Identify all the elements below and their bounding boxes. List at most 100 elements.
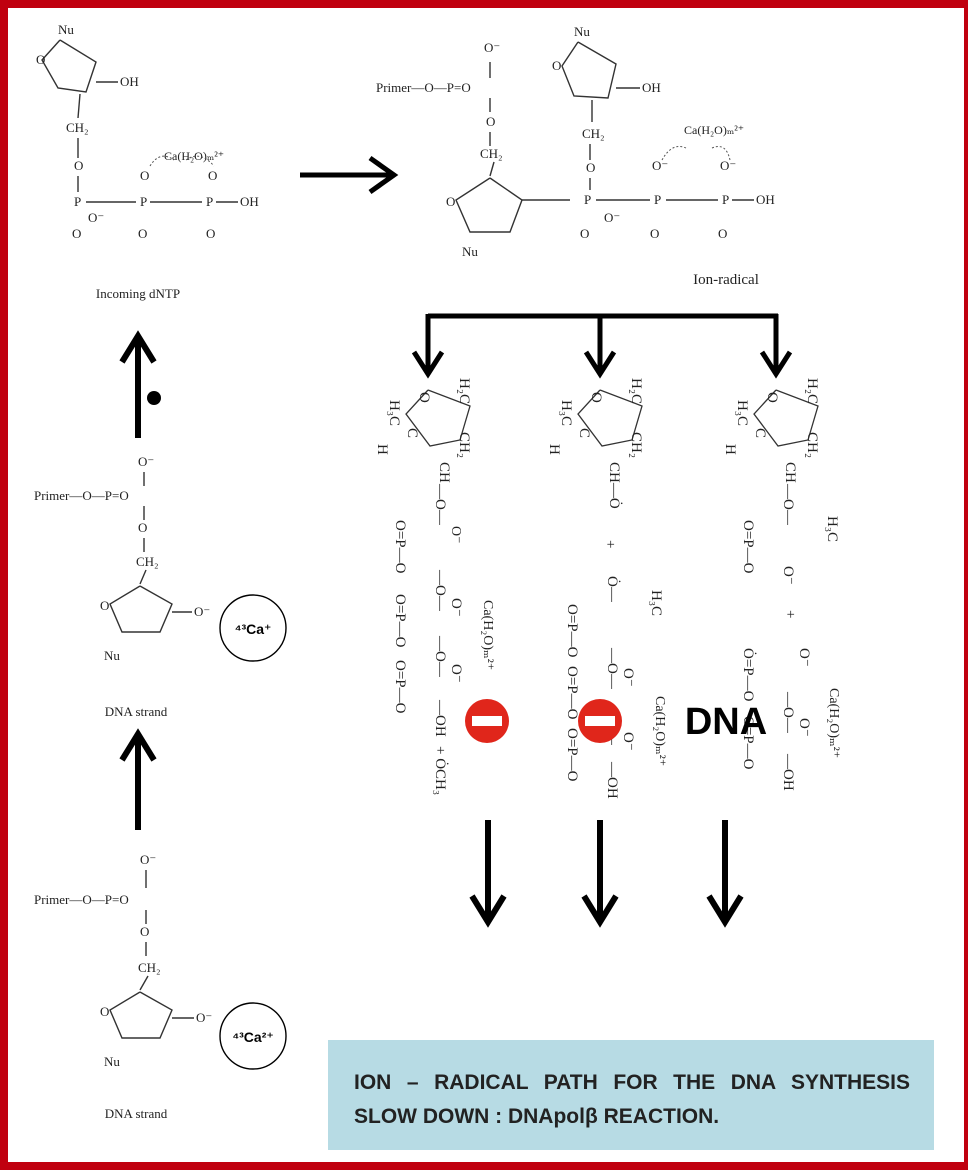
primer-group-label: Primer—O—P=O <box>34 488 129 503</box>
o-label: O <box>140 168 149 183</box>
o-label: O <box>208 168 217 183</box>
svg-text:—O—: —O— <box>780 483 796 526</box>
svg-text:O=P—O: O=P—O <box>392 660 408 714</box>
o-minus-label: O⁻ <box>620 732 636 751</box>
ring-o-label: O <box>588 392 604 403</box>
dna-strand-bottom-structure: O⁻ Primer—O—P=O O CH₂ O O⁻ Nu <box>34 852 212 1069</box>
ca-plus-label: ⁴³Ca⁺ <box>235 621 272 637</box>
h3c-label: H₃C <box>734 400 750 426</box>
ring-o-label: O <box>552 58 561 73</box>
o-minus-label: O⁻ <box>448 598 464 617</box>
ch-label: CH <box>436 462 452 483</box>
o-minus-label: O⁻ <box>140 852 156 867</box>
nu-label: Nu <box>574 24 590 39</box>
ca-2plus-badge: ⁴³Ca²⁺ <box>219 1002 287 1070</box>
ch2-label: CH₂ <box>480 146 503 161</box>
caption-line-2: SLOW DOWN : DNApolβ REACTION. <box>354 1105 720 1128</box>
caption-box: ION – RADICAL PATH FOR THE DNA SYNTHESIS… <box>328 1040 934 1150</box>
c-label: C <box>404 428 420 438</box>
svg-text:—O—: —O— <box>604 647 620 690</box>
h-label: H <box>546 444 562 455</box>
svg-text:O=P—O: O=P—O <box>564 666 580 720</box>
ring-o-label: O <box>100 1004 109 1019</box>
h3c-label: H₃C <box>824 516 840 542</box>
ring-o-label: O <box>416 392 432 403</box>
o-minus-label: O⁻ <box>88 210 104 225</box>
p-label: P <box>140 194 147 209</box>
svg-text:O=P—O: O=P—O <box>564 728 580 782</box>
h-label: H <box>722 444 738 455</box>
ch2-label: CH₂ <box>582 126 605 141</box>
ring-o-label: O <box>36 52 45 67</box>
nu-label: Nu <box>462 244 478 259</box>
o-minus-label: O⁻ <box>620 668 636 687</box>
svg-text:—OH: —OH <box>780 753 796 791</box>
o-label: O <box>138 520 147 535</box>
incoming-dntp-label: Incoming dNTP <box>96 286 180 301</box>
svg-text:—OH: —OH <box>604 761 620 799</box>
nu-label: Nu <box>104 648 120 663</box>
svg-text:O=P—O: O=P—O <box>392 594 408 648</box>
ring-o-label: O <box>100 598 109 613</box>
p-label: P <box>722 192 729 207</box>
o-label: O <box>140 924 149 939</box>
plus-label: + <box>602 540 618 548</box>
right-arrow <box>300 155 399 195</box>
dna-result-label: DNA <box>685 701 767 743</box>
p-label: P <box>654 192 661 207</box>
svg-text:CH—Ȯ: CH—Ȯ <box>606 462 623 509</box>
p-label: P <box>584 192 591 207</box>
p-label: P <box>206 194 213 209</box>
ch2-label: CH₂ <box>456 432 472 458</box>
plus-label: + <box>782 610 798 618</box>
o-label: O <box>74 158 83 173</box>
c-label: C <box>576 428 592 438</box>
dna-strand-mid-structure: O⁻ Primer—O—P=O O CH₂ O O⁻ Nu <box>34 454 210 663</box>
o-minus-label: O⁻ <box>448 526 463 544</box>
h3c-label: H₃C <box>558 400 574 426</box>
o-label: O <box>580 226 589 241</box>
svg-text:O=P—O: O=P—O <box>740 716 756 770</box>
stop-sign-icon <box>465 699 509 743</box>
o-minus-label: O⁻ <box>780 566 796 585</box>
ca-plus-badge: ⁴³Ca⁺ <box>219 594 287 662</box>
oh-label: OH <box>120 74 139 89</box>
svg-text:O=P—O: O=P—O <box>740 520 756 574</box>
o-minus-label: O⁻ <box>652 158 668 173</box>
o-minus-label: O⁻ <box>448 664 464 683</box>
svg-text:—O—: —O— <box>432 483 448 526</box>
nu-label: Nu <box>104 1054 120 1069</box>
outcome-arrows <box>469 820 744 928</box>
ch2-label: CH₂ <box>138 960 161 975</box>
oh-label: OH <box>642 80 661 95</box>
o-minus-label: O⁻ <box>796 718 812 737</box>
ch2-label: CH₂ <box>628 432 644 458</box>
o-label: O <box>650 226 659 241</box>
h3c-label: H₃C <box>386 400 402 426</box>
nu-label: Nu <box>58 22 74 37</box>
ch2-label: CH₂ <box>136 554 159 569</box>
svg-text:—O—: —O— <box>432 635 448 678</box>
branch-connector <box>411 313 793 379</box>
dna-strand-bottom-label: DNA strand <box>105 1106 168 1121</box>
o-minus-label: O⁻ <box>604 210 620 225</box>
o-label: O <box>72 226 81 241</box>
ring-o-label: O <box>446 194 455 209</box>
o-label: O <box>586 160 595 175</box>
ca-complex-label: Ca(H₂O)ₘ²⁺ <box>652 696 667 766</box>
o-minus-label: O⁻ <box>720 158 736 173</box>
o-label: O <box>486 114 495 129</box>
svg-text:O=P—O: O=P—O <box>392 520 408 574</box>
svg-text:O=P—O: O=P—O <box>564 604 580 658</box>
ca-complex-label: Ca(H₂O)ₘ²⁺ <box>826 688 841 758</box>
up-arrow-top <box>119 330 157 438</box>
h2c-label: H₂C <box>804 378 820 404</box>
oh-label: OH <box>240 194 259 209</box>
c-label: C <box>752 428 768 438</box>
primer-group-label: Primer—O—P=O <box>34 892 129 907</box>
ch2-label: CH₂ <box>66 120 89 135</box>
dna-strand-mid-label: DNA strand <box>105 704 168 719</box>
product-column-3: O H₂C CH₂ H₃C C H CH —O— O=P—O H₃C O⁻ + … <box>722 378 841 791</box>
ch2-label: CH₂ <box>804 432 820 458</box>
